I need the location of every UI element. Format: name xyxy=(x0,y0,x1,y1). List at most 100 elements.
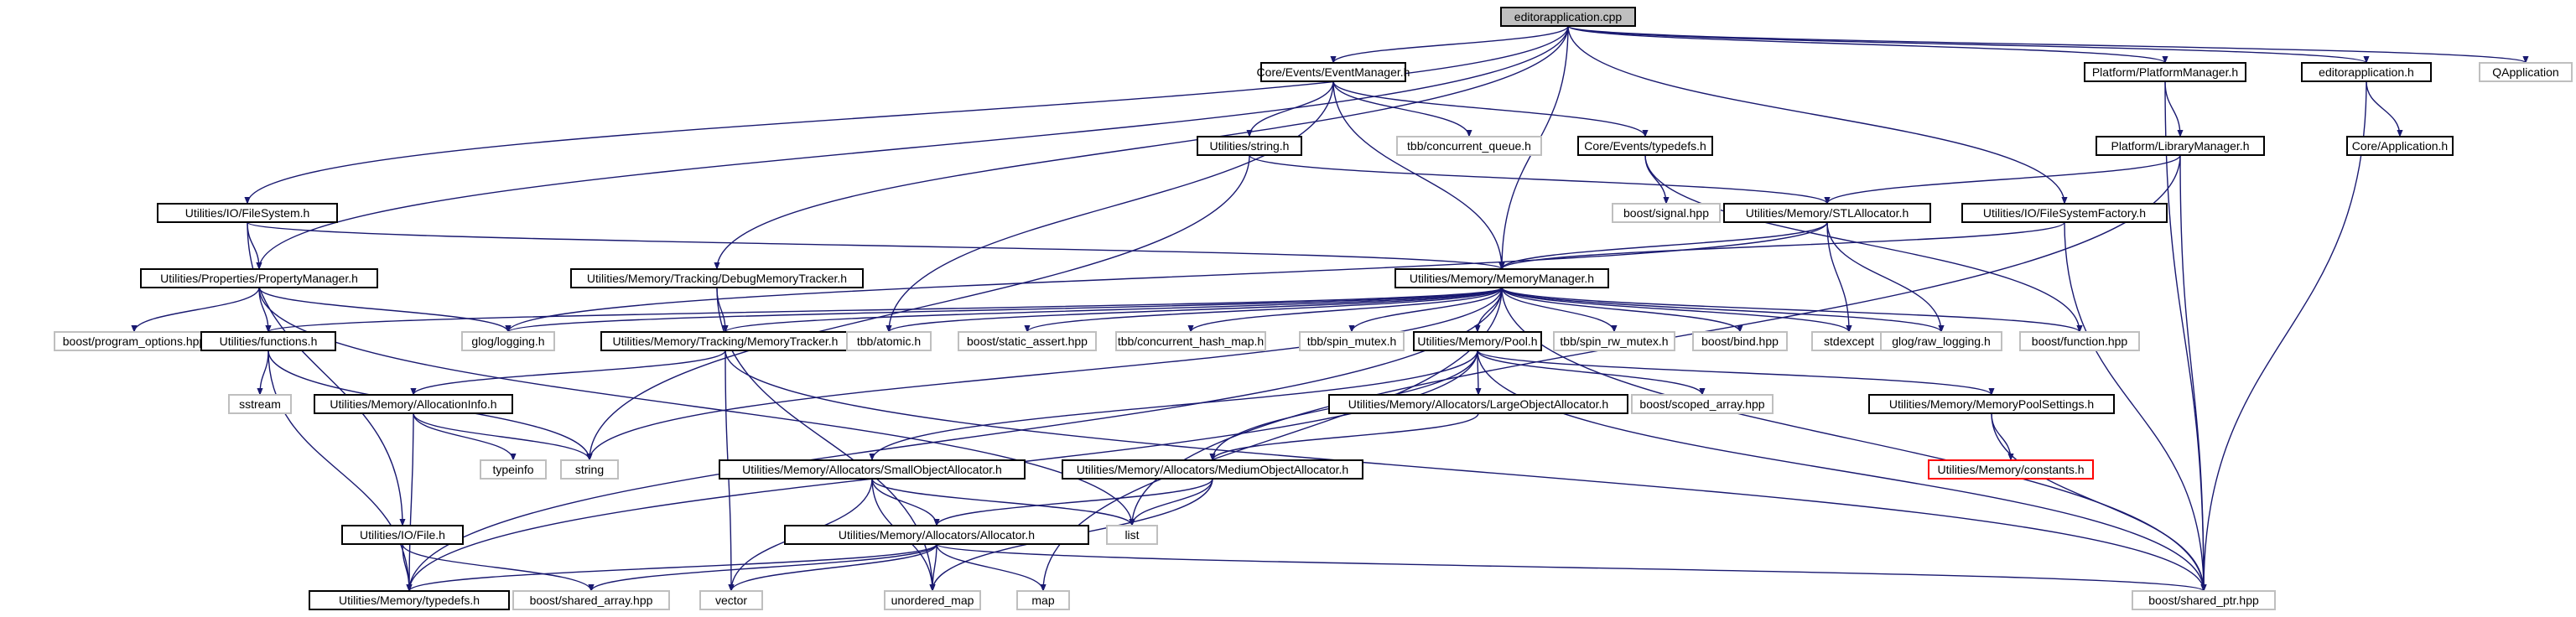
node-bfunction: boost/function.hpp xyxy=(2019,331,2140,351)
node-alloc[interactable]: Utilities/Memory/Allocators/Allocator.h xyxy=(784,525,1089,545)
node-box-poolsettings xyxy=(1868,394,2115,414)
edge-memmgr-to-bbind xyxy=(1501,287,1743,333)
edge-fsfactory-to-bsharedptr xyxy=(2064,221,2207,592)
node-box-sstream xyxy=(228,394,292,414)
edge-alloc-to-bsharedptr xyxy=(936,543,2207,592)
node-vector: vector xyxy=(699,590,763,610)
edge-alloc-to-map xyxy=(936,543,1046,592)
edge-memmgr-to-string xyxy=(586,287,1503,461)
node-box-fsfactory xyxy=(1961,203,2168,223)
edge-root-to-propmgr xyxy=(256,25,1569,270)
node-box-glograw xyxy=(1880,331,2002,351)
node-label-pool: Utilities/Memory/Pool.h xyxy=(1417,334,1537,348)
edge-evtypedefs-to-bfunction xyxy=(1644,154,2083,333)
node-label-glog: glog/logging.h xyxy=(471,334,544,348)
edge-pool-to-poolsettings xyxy=(1477,350,1995,396)
edge-smallalloc-to-list xyxy=(871,478,1135,526)
node-platformmgr[interactable]: Platform/PlatformManager.h xyxy=(2084,62,2246,82)
node-label-list: list xyxy=(1124,528,1139,542)
node-label-qapp: QApplication xyxy=(2492,65,2558,79)
node-evtypedefs[interactable]: Core/Events/typedefs.h xyxy=(1577,136,1713,156)
edge-alloc-to-bsharedarr xyxy=(588,543,937,592)
node-functions[interactable]: Utilities/functions.h xyxy=(200,331,336,351)
node-label-evtypedefs: Core/Events/typedefs.h xyxy=(1584,139,1706,153)
node-constants: Utilities/Memory/constants.h xyxy=(1928,459,2094,480)
node-libmgr[interactable]: Platform/LibraryManager.h xyxy=(2096,136,2265,156)
node-bsassert: boost/static_assert.hpp xyxy=(958,331,1097,351)
node-box-alloc xyxy=(784,525,1089,545)
node-stdexcept: stdexcept xyxy=(1811,331,1887,351)
edge-alloc-to-memtypedefs xyxy=(406,543,937,592)
node-label-tbbsrw: tbb/spin_rw_mutex.h xyxy=(1560,334,1668,348)
edge-stlalloc-to-glograw xyxy=(1826,221,1945,333)
edge-memmgr-to-stdexcept xyxy=(1501,287,1852,333)
node-box-ustring xyxy=(1197,136,1302,156)
edge-libmgr-to-bsharedptr xyxy=(2179,154,2207,592)
node-box-constants xyxy=(1928,459,2094,480)
node-memtypedefs[interactable]: Utilities/Memory/typedefs.h xyxy=(309,590,510,610)
node-fsfactory[interactable]: Utilities/IO/FileSystemFactory.h xyxy=(1961,203,2168,223)
node-box-smallalloc xyxy=(719,459,1026,480)
edge-pool-to-bsharedptr xyxy=(1477,350,2207,592)
node-label-typeinfo: typeinfo xyxy=(492,463,533,476)
node-umap: unordered_map xyxy=(884,590,981,610)
edge-pool-to-bscoped xyxy=(1477,350,1706,396)
node-box-tbbcq xyxy=(1396,136,1542,156)
node-label-bfunction: boost/function.hpp xyxy=(2032,334,2128,348)
node-root[interactable]: editorapplication.cpp xyxy=(1500,7,1636,27)
edge-memmgr-to-bsassert xyxy=(1024,287,1503,333)
node-memmgr[interactable]: Utilities/Memory/MemoryManager.h xyxy=(1394,268,1609,288)
node-label-coreapp: Core/Application.h xyxy=(2352,139,2448,153)
node-box-umap xyxy=(884,590,981,610)
node-label-ustring: Utilities/string.h xyxy=(1210,139,1290,153)
node-bpo: boost/program_options.hpp xyxy=(54,331,215,351)
edge-ustring-to-stlalloc xyxy=(1249,154,1831,205)
node-label-platformmgr: Platform/PlatformManager.h xyxy=(2092,65,2238,79)
node-label-fs: Utilities/IO/FileSystem.h xyxy=(185,206,310,220)
edge-eventmgr-to-tbbatomic xyxy=(886,80,1334,333)
edge-largealloc-to-medalloc xyxy=(1209,412,1479,461)
node-propmgr[interactable]: Utilities/Properties/PropertyManager.h xyxy=(140,268,378,288)
node-ustring[interactable]: Utilities/string.h xyxy=(1197,136,1302,156)
edge-allocinfo-to-typeinfo xyxy=(413,412,517,461)
node-medalloc[interactable]: Utilities/Memory/Allocators/MediumObject… xyxy=(1062,459,1363,480)
node-allocinfo[interactable]: Utilities/Memory/AllocationInfo.h xyxy=(314,394,513,414)
node-file[interactable]: Utilities/IO/File.h xyxy=(341,525,464,545)
edge-platformmgr-to-bsharedptr xyxy=(2164,80,2207,592)
edge-memmgr-to-tbbsm xyxy=(1348,287,1503,333)
node-box-memtypedefs xyxy=(309,590,510,610)
node-coreapp[interactable]: Core/Application.h xyxy=(2346,136,2454,156)
node-label-tbbcq: tbb/concurrent_queue.h xyxy=(1407,139,1531,153)
node-pool[interactable]: Utilities/Memory/Pool.h xyxy=(1413,331,1542,351)
node-box-bsharedptr xyxy=(2132,590,2276,610)
edge-root-to-platformmgr xyxy=(1567,25,2168,64)
node-tracker[interactable]: Utilities/Memory/Tracking/MemoryTracker.… xyxy=(600,331,850,351)
node-smallalloc[interactable]: Utilities/Memory/Allocators/SmallObjectA… xyxy=(719,459,1026,480)
node-eventmgr[interactable]: Core/Events/EventManager.h xyxy=(1257,62,1410,82)
edge-allocinfo-to-memtypedefs xyxy=(406,412,414,592)
node-layer: editorapplication.cppCore/Events/EventMa… xyxy=(54,7,2573,610)
node-editorapp_h[interactable]: editorapplication.h xyxy=(2301,62,2432,82)
node-box-glog xyxy=(461,331,555,351)
node-stlalloc[interactable]: Utilities/Memory/STLAllocator.h xyxy=(1723,203,1931,223)
node-tbbatomic: tbb/atomic.h xyxy=(846,331,932,351)
node-label-file: Utilities/IO/File.h xyxy=(360,528,445,542)
node-box-memmgr xyxy=(1394,268,1609,288)
edge-functions-to-sstream xyxy=(257,350,269,396)
node-box-bsassert xyxy=(958,331,1097,351)
node-bscoped: boost/scoped_array.hpp xyxy=(1631,394,1774,414)
node-qapp: QApplication xyxy=(2479,62,2573,82)
node-box-list xyxy=(1106,525,1158,545)
edge-memmgr-to-glograw xyxy=(1501,287,1945,333)
node-box-tbbatomic xyxy=(846,331,932,351)
node-poolsettings[interactable]: Utilities/Memory/MemoryPoolSettings.h xyxy=(1868,394,2115,414)
node-string: string xyxy=(560,459,619,480)
node-box-qapp xyxy=(2479,62,2573,82)
node-label-stlalloc: Utilities/Memory/STLAllocator.h xyxy=(1746,206,1909,220)
node-largealloc[interactable]: Utilities/Memory/Allocators/LargeObjectA… xyxy=(1328,394,1628,414)
edge-tracker-to-allocinfo xyxy=(410,350,726,396)
edge-medalloc-to-list xyxy=(1129,478,1213,526)
edge-propmgr-to-glog xyxy=(258,287,512,333)
node-dbgtracker[interactable]: Utilities/Memory/Tracking/DebugMemoryTra… xyxy=(570,268,864,288)
node-fs[interactable]: Utilities/IO/FileSystem.h xyxy=(157,203,338,223)
